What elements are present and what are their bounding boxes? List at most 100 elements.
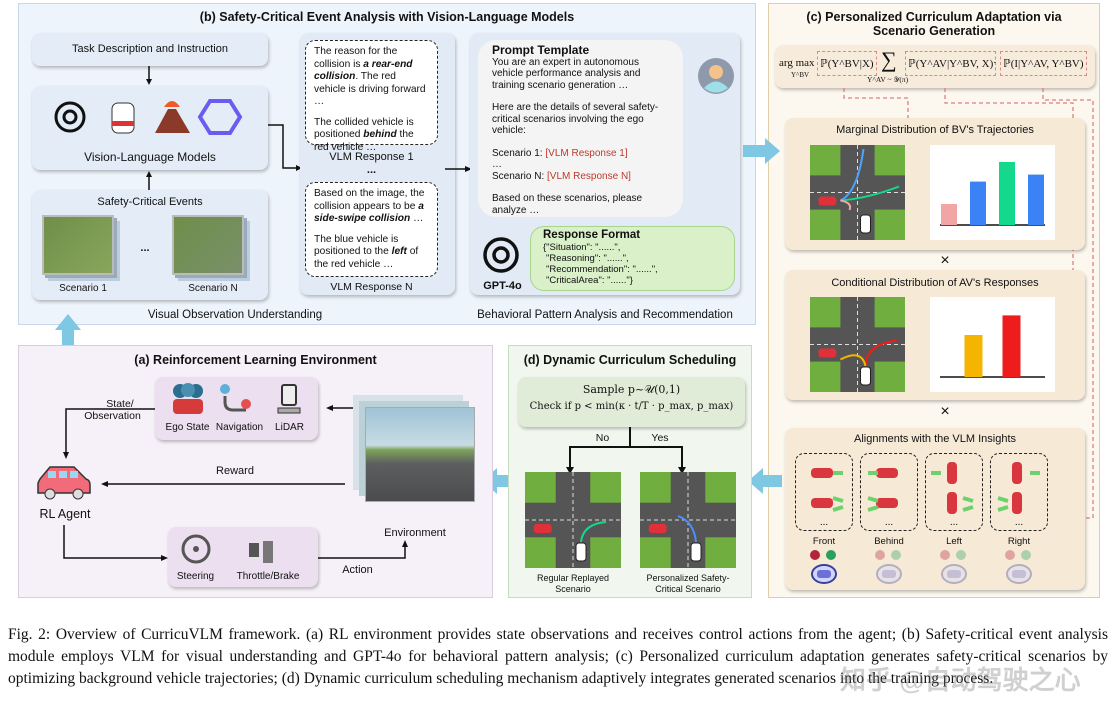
bar <box>1028 174 1044 225</box>
grass-block <box>525 537 556 568</box>
panel-d-title: (d) Dynamic Curriculum Scheduling <box>523 353 737 367</box>
gpt-label: GPT-4o <box>483 280 522 292</box>
grass-block <box>590 472 621 503</box>
personalized-scenario-image <box>640 472 736 568</box>
ego-car <box>860 366 871 386</box>
steering-label: Steering <box>176 571 215 582</box>
grass-block <box>640 472 671 503</box>
grass-block <box>874 145 905 176</box>
direction-arrow <box>867 496 879 512</box>
task-description-label: Task Description and Instruction <box>72 43 228 55</box>
trajectory <box>840 185 900 202</box>
vlm-response-1-label: VLM Response 1 <box>329 151 414 163</box>
alignment-behind-cars: ... <box>867 468 898 528</box>
alignment-front-box <box>795 453 853 531</box>
no-label: No <box>595 432 610 444</box>
alignment-left-cars: ... <box>931 462 974 528</box>
flow-arrow-up-icon <box>55 314 81 350</box>
marginal-intersection-image <box>810 145 905 240</box>
alignment-dots: ... <box>1015 517 1023 528</box>
arrow-up-icon <box>146 171 152 190</box>
prompt-template-bubble: Prompt Template You are an expert in aut… <box>478 40 683 217</box>
personal-label-1: Personalized Safety- <box>646 573 730 583</box>
bar-chart-background <box>930 297 1055 392</box>
alignment-right-cars: ... <box>997 462 1040 528</box>
direction-arrow <box>962 496 974 512</box>
grass-block <box>874 297 905 328</box>
trajectory <box>677 515 697 543</box>
car <box>1012 492 1022 514</box>
formula-argmax-sub: Y^BV <box>791 71 810 79</box>
state-observation-label-1: State/ <box>106 398 134 410</box>
response-format-line: "Reasoning": "......", <box>546 253 629 264</box>
alignment-label: Right <box>1007 536 1031 547</box>
prompt-title: Prompt Template <box>492 43 590 57</box>
navigation-label: Navigation <box>215 422 264 433</box>
scenario-n-label: Scenario N <box>188 283 238 294</box>
prompt-line-1: You are an expert in autonomous vehicle … <box>492 56 641 91</box>
figure-caption: Fig. 2: Overview of CurricuVLM framework… <box>8 626 1108 687</box>
conditional-intersection-image <box>810 297 905 392</box>
watermark: 知乎 @自动驾驶之心 <box>840 665 1081 695</box>
environment-image <box>365 407 475 502</box>
bar <box>1002 315 1021 377</box>
times-symbol: × <box>940 252 950 269</box>
alignments-title: Alignments with the VLM Insights <box>853 433 1017 445</box>
ego-car <box>690 542 702 562</box>
prompt-line-2: Here are the details of several safety-c… <box>492 102 659 136</box>
car <box>876 468 898 478</box>
rn-text-f: of the red vehicle … <box>314 246 419 270</box>
formula-sum: ∑ <box>881 47 897 72</box>
scenario-1-image <box>42 215 114 275</box>
sampling-rule-box: Sample p~𝒰(0,1) Check if p < min(κ · t/T… <box>518 377 745 427</box>
rl-arrows <box>63 402 408 561</box>
rn-text-c: … <box>410 213 424 224</box>
scenario-1-label: Scenario 1 <box>59 283 107 294</box>
safety-events-title: Safety-Critical Events <box>97 196 203 208</box>
prompt-line-3: Based on these scenarios, please analyze… <box>492 193 643 216</box>
sample-text: Sample p~𝒰(0,1) <box>582 383 681 396</box>
car <box>947 492 957 514</box>
alignment-label: Behind <box>874 536 904 547</box>
panel-b-title: (b) Safety-Critical Event Analysis with … <box>199 10 575 24</box>
bar <box>970 181 986 225</box>
grass-block <box>590 537 621 568</box>
lidar-icon <box>277 384 301 414</box>
prompt-scenario-n: Scenario N: [VLM Response N] <box>492 170 631 182</box>
vlm-label: Vision-Language Models <box>84 150 216 164</box>
response-format-line: "CriticalArea": "......"} <box>546 275 633 286</box>
r1-text-c: . The red vehicle is driving forward … <box>314 71 426 107</box>
check-text: Check if p < min(κ · t/T · p_max, p_max) <box>529 401 734 412</box>
vlm-response-1: The reason for the collision is a rear-e… <box>305 40 438 153</box>
ego-state-label: Ego State <box>165 422 210 433</box>
trajectory <box>839 354 867 367</box>
alignment-left-box <box>925 453 983 531</box>
regular-label-1: Regular Replayed <box>536 573 610 583</box>
pedals-icon <box>249 541 273 563</box>
bar <box>999 162 1015 225</box>
rn-text-d: The blue vehicle is positioned to the <box>314 233 399 258</box>
task-description-box <box>32 33 268 66</box>
flow-arrow-right-icon <box>743 138 780 164</box>
formula-dot: · <box>993 57 997 69</box>
user-avatar-icon <box>698 58 734 94</box>
grass-block <box>810 297 841 328</box>
gpt-logo-icon <box>483 237 519 273</box>
environment-label: Environment <box>384 527 446 539</box>
alignment-label: Left <box>946 536 962 547</box>
grass-block <box>874 209 905 240</box>
panel-c-title-2: Scenario Generation <box>872 24 996 38</box>
rl-agent-car-icon <box>37 466 91 500</box>
marginal-title: Marginal Distribution of BV's Trajectori… <box>836 124 1034 136</box>
prompt-dots: … <box>492 159 502 170</box>
alignment-label: Front <box>812 536 836 547</box>
qwen-logo-icon <box>197 99 243 135</box>
grass-block <box>874 361 905 392</box>
vlm-logos-icon <box>54 99 243 135</box>
regular-scenario-image <box>525 472 621 568</box>
r1-text-e: behind <box>363 129 397 140</box>
rn-text-a: Based on the image, the collision appear… <box>314 188 425 212</box>
response-format-title: Response Format <box>543 229 641 241</box>
visual-observation-caption: Visual Observation Understanding <box>147 309 323 321</box>
car <box>947 462 957 484</box>
